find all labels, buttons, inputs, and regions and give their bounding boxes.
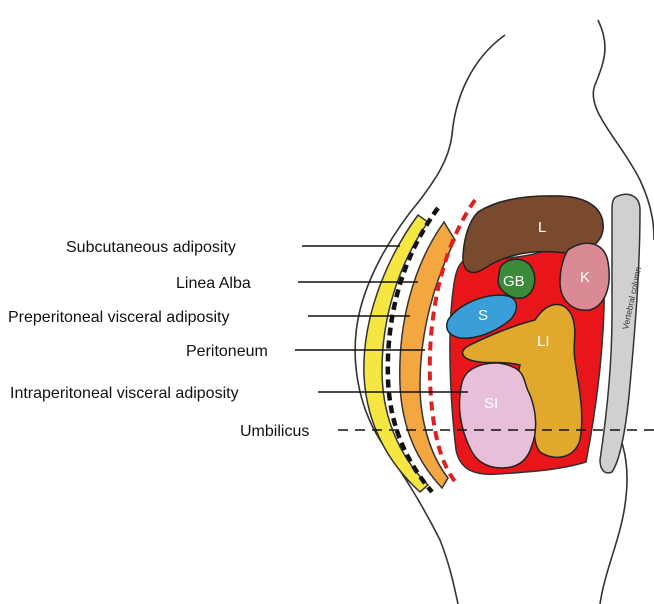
organ-label-kidney: K: [580, 269, 590, 286]
organ-label-liver: L: [538, 219, 546, 236]
organ-label-gallbladder: GB: [503, 273, 525, 290]
organ-label-small-intestine: SI: [484, 395, 498, 412]
label-peritoneum: Peritoneum: [186, 343, 268, 360]
label-intraperitoneal-adiposity: Intraperitoneal visceral adiposity: [10, 385, 239, 402]
label-subcutaneous-adiposity: Subcutaneous adiposity: [66, 239, 236, 256]
label-preperitoneal-adiposity: Preperitoneal visceral adiposity: [8, 309, 229, 326]
label-umbilicus: Umbilicus: [240, 423, 309, 440]
organ-label-large-intestine: LI: [537, 333, 550, 350]
organ-label-stomach: S: [478, 307, 488, 324]
label-linea-alba: Linea Alba: [176, 275, 251, 292]
vertebral-column: [600, 194, 640, 472]
